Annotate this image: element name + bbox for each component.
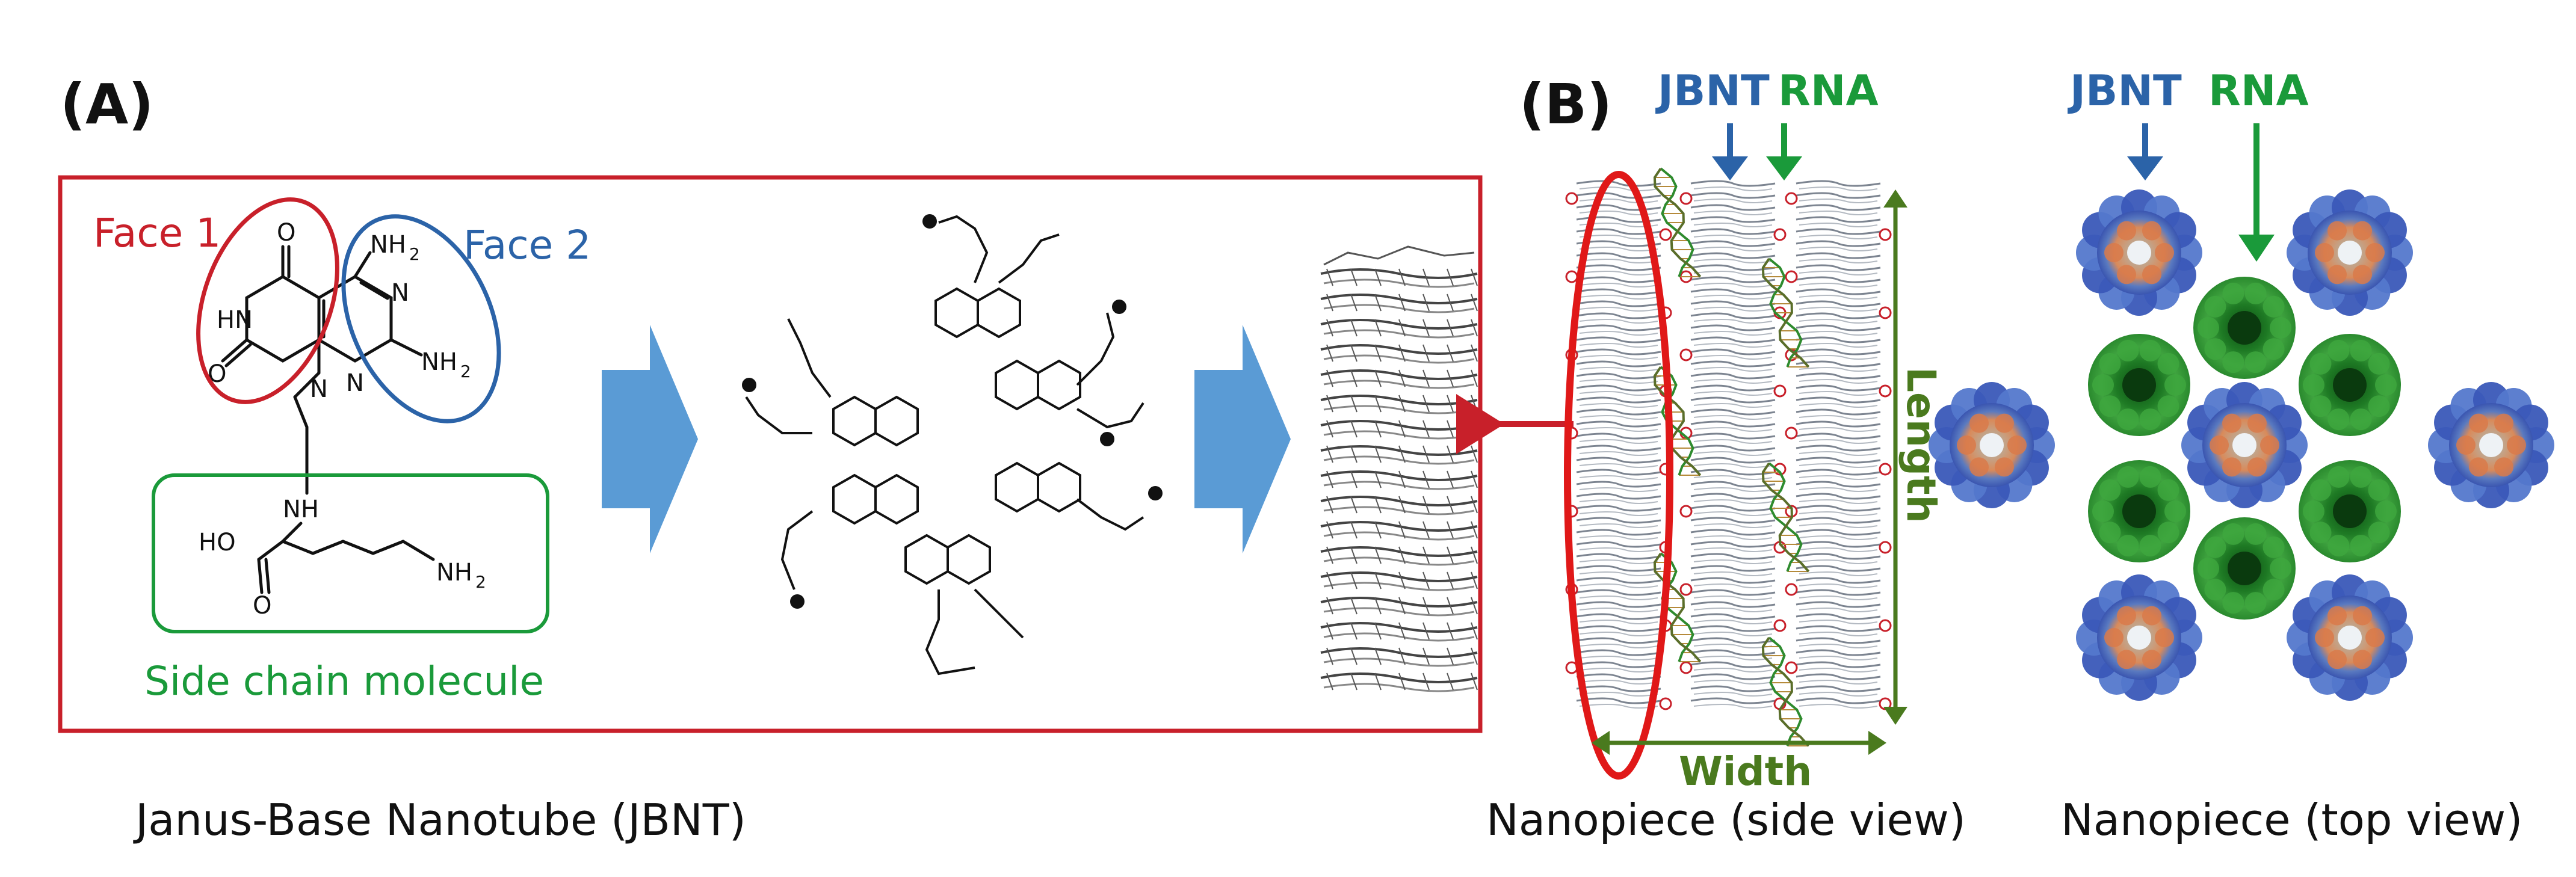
- atom-nh2-side-sub: 2: [475, 572, 486, 592]
- atom-nh2-top: NH: [370, 231, 406, 259]
- top-view-caption: Nanopiece (top view): [2061, 795, 2522, 845]
- charge-marker: [1100, 432, 1114, 446]
- panel-b-label: (B): [1519, 72, 1612, 137]
- side-rna-arrow: [1766, 123, 1802, 180]
- rna-top: [2299, 460, 2401, 562]
- atom-nh2-side: NH: [436, 559, 472, 586]
- janus-base-molecule: [221, 245, 435, 594]
- jbnt-rosette-top: [2287, 574, 2413, 701]
- rosette-charges: [742, 214, 1163, 609]
- janus-base-atom-labels: O HN O N N N NH 2 NH 2 NH HO O NH 2: [199, 219, 486, 620]
- jbnt-rosette-top: [2076, 189, 2202, 316]
- atom-ho: HO: [199, 529, 236, 556]
- top-view-lattice: [1929, 189, 2554, 701]
- side-rna-label: RNA: [1778, 66, 1879, 115]
- rna-top: [2193, 277, 2296, 379]
- face1-label: Face 1: [93, 210, 221, 256]
- atom-nh2-right-sub: 2: [460, 362, 471, 381]
- charge-marker: [1148, 486, 1163, 500]
- rna-top: [2299, 334, 2401, 436]
- jbnt-rosette-top: [2181, 382, 2308, 508]
- top-rna-label: RNA: [2208, 66, 2309, 115]
- width-arrow: [1592, 731, 1886, 755]
- highlight-oval: [1564, 171, 1673, 780]
- atom-n-bottom: N: [310, 375, 328, 403]
- atom-nh2-right: NH: [421, 348, 457, 376]
- charge-marker: [790, 594, 805, 609]
- charge-marker: [742, 378, 756, 392]
- side-view-columns: [1565, 180, 1892, 710]
- jbnt-rosette-top: [2287, 189, 2413, 316]
- atom-n-right: N: [391, 279, 409, 307]
- jbnt-rosette-top: [2076, 574, 2202, 701]
- jbnt-rosette-top: [1929, 382, 2055, 508]
- side-view-caption: Nanopiece (side view): [1486, 795, 1966, 845]
- side-chain-box: [152, 473, 549, 633]
- process-arrow-1: [602, 325, 698, 553]
- face2-label: Face 2: [463, 222, 591, 268]
- atom-hn: HN: [217, 306, 253, 334]
- side-jbnt-label: JBNT: [1655, 66, 1770, 115]
- process-arrow-2: [1194, 325, 1291, 553]
- length-arrow: [1883, 189, 1907, 725]
- atom-o-side: O: [253, 592, 271, 620]
- rna-top: [2088, 460, 2190, 562]
- atom-n-ring: N: [346, 369, 364, 397]
- charge-marker: [1112, 300, 1126, 314]
- panel-a-frame: [58, 175, 1483, 733]
- top-jbnt-label: JBNT: [2068, 66, 2182, 115]
- top-jbnt-arrow: [2127, 123, 2163, 180]
- panel-a-label: (A): [60, 72, 153, 137]
- face1-oval: [196, 197, 339, 404]
- side-jbnt-arrow: [1712, 123, 1748, 180]
- face2-oval: [341, 214, 501, 423]
- rosette-assembly: [745, 215, 1144, 675]
- charge-marker: [922, 214, 937, 229]
- top-rna-arrow: [2238, 123, 2275, 262]
- atom-nh: NH: [283, 496, 319, 523]
- panel-a-caption: Janus-Base Nanotube (JBNT): [133, 795, 746, 845]
- side-chain-label: Side chain molecule: [144, 658, 544, 704]
- jbnt-rosette-top: [2428, 382, 2554, 508]
- rna-top: [2193, 517, 2296, 620]
- rna-top: [2088, 334, 2190, 436]
- atom-nh2-top-sub: 2: [409, 244, 420, 264]
- atom-o-top: O: [277, 219, 295, 247]
- width-label: Width: [1679, 748, 1812, 795]
- nanotube-stack: [1320, 245, 1478, 692]
